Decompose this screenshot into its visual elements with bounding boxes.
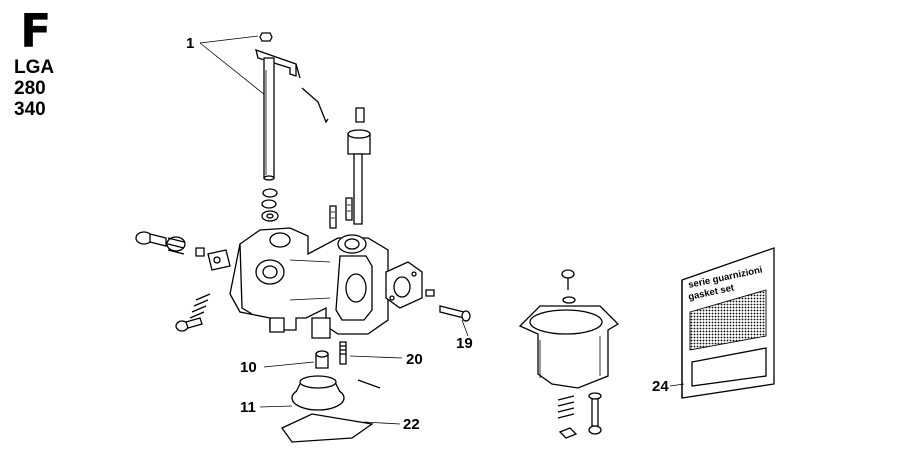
bowl-cap-part-11 (259, 375, 345, 411)
callout-10: 10 (240, 359, 257, 376)
pin (357, 379, 381, 389)
callout-24: 24 (652, 378, 669, 395)
callout-1: 1 (186, 35, 195, 52)
gasket-set-kit-card: serie guarnizioni gasket set (669, 247, 775, 399)
flange-gasket (385, 261, 435, 309)
float-gasket-part-22 (281, 413, 401, 443)
engine-variant-340: 340 (14, 99, 46, 120)
carburetor-body (229, 227, 389, 339)
jet-fitting-part-10 (263, 350, 329, 369)
callout-22: 22 (403, 416, 420, 433)
throttle-shaft-part (255, 32, 329, 181)
main-jet-part-20 (339, 341, 403, 365)
float-bowl (518, 269, 620, 389)
callout-11: 11 (240, 399, 256, 416)
drain-screw-parts (557, 392, 602, 439)
leader-lines-1 (199, 35, 266, 96)
idle-screw-parts (135, 231, 231, 332)
engine-variant-280: 280 (14, 78, 46, 99)
engine-model: LGA (14, 57, 55, 78)
callout-19: 19 (456, 335, 473, 352)
choke-shaft-part (329, 107, 371, 229)
washer-rings (261, 188, 279, 222)
callout-20: 20 (406, 351, 423, 368)
mixture-screw-part-19 (439, 305, 471, 337)
section-letter: F (20, 4, 52, 58)
